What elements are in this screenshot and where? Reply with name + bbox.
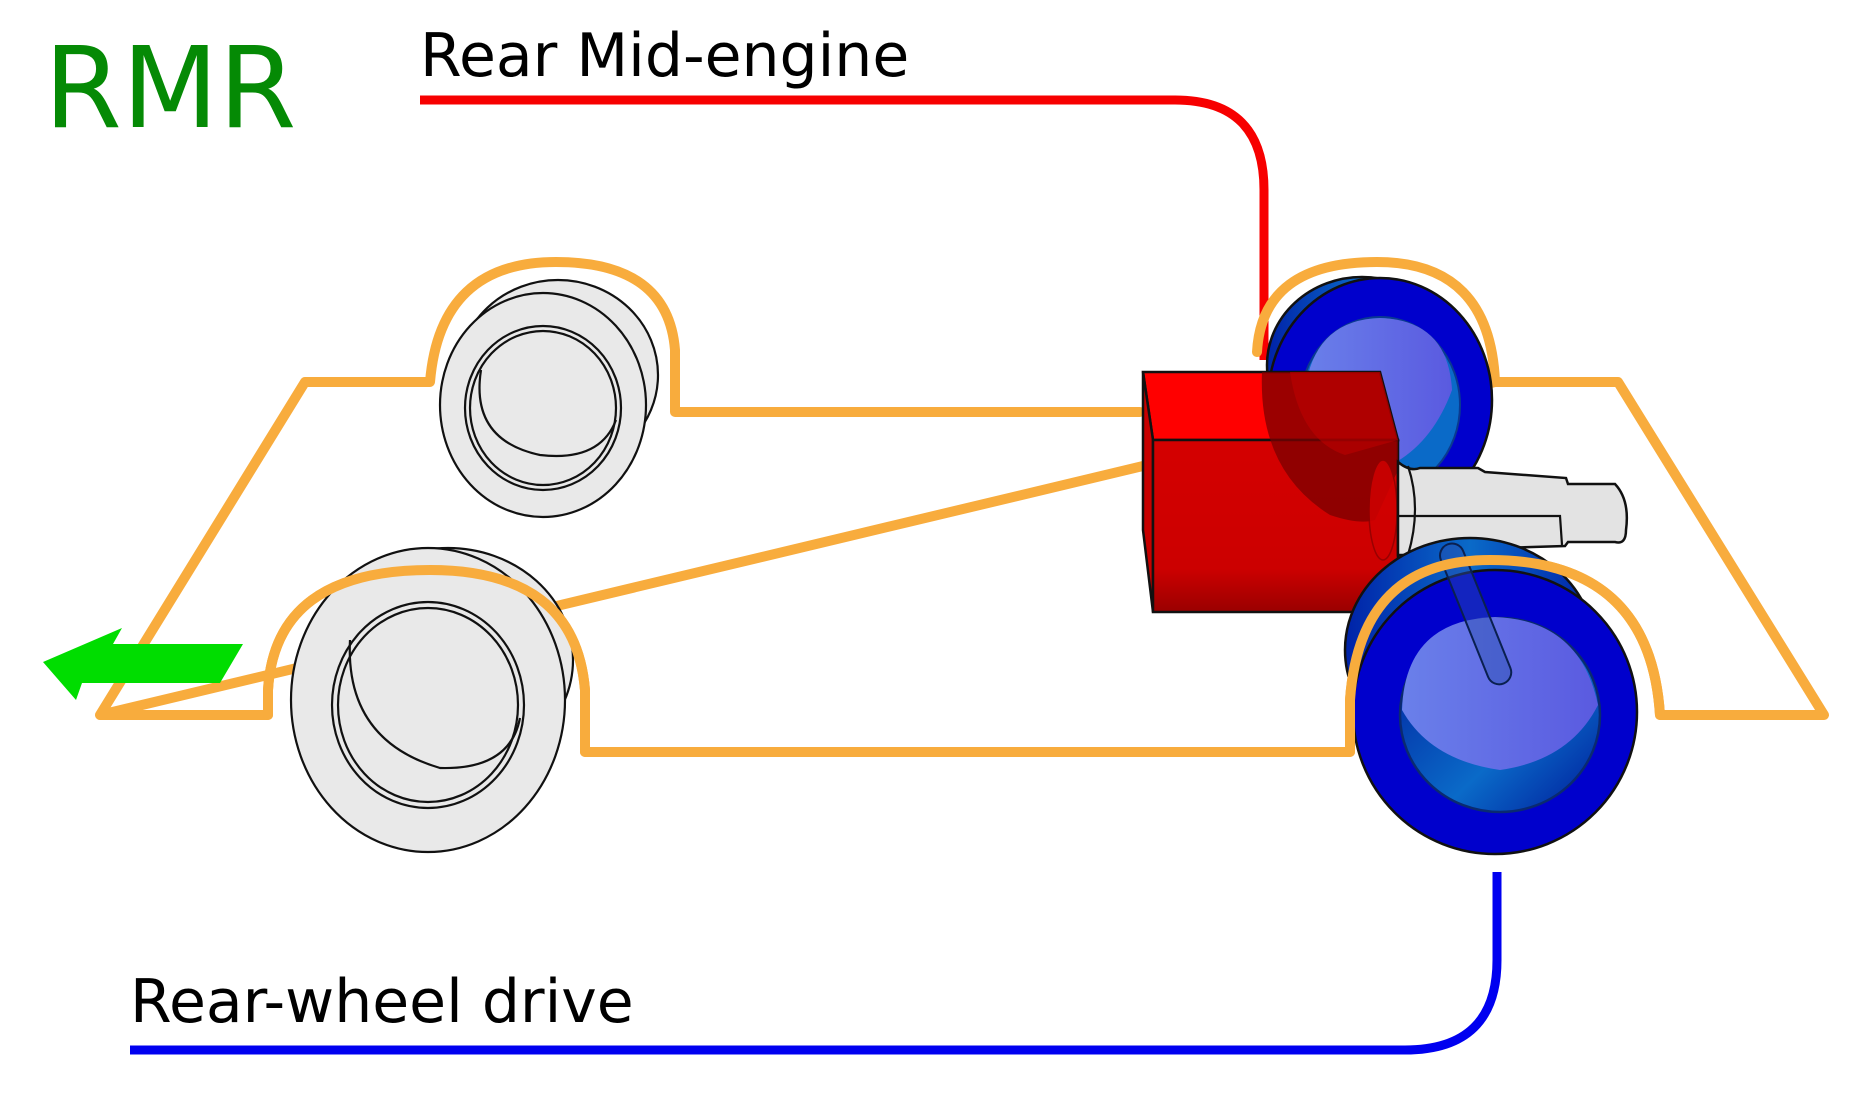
layout-title: RMR xyxy=(44,24,296,154)
drive-callout-label: Rear-wheel drive xyxy=(130,967,634,1037)
engine-callout-label: Rear Mid-engine xyxy=(420,21,909,91)
drive-leader-line xyxy=(130,872,1502,1055)
drive-shaft xyxy=(1439,542,1513,686)
transaxle xyxy=(1396,459,1629,557)
rear-near-wheel xyxy=(1343,536,1639,856)
engine-leader-line xyxy=(420,95,1269,360)
engine-block xyxy=(1141,370,1400,614)
front-near-wheel-arch xyxy=(263,565,590,757)
front-far-wheel xyxy=(438,278,660,519)
front-near-wheel xyxy=(289,546,575,854)
forward-arrow-icon xyxy=(43,628,243,700)
rear-near-wheel-arch xyxy=(1345,555,1665,757)
